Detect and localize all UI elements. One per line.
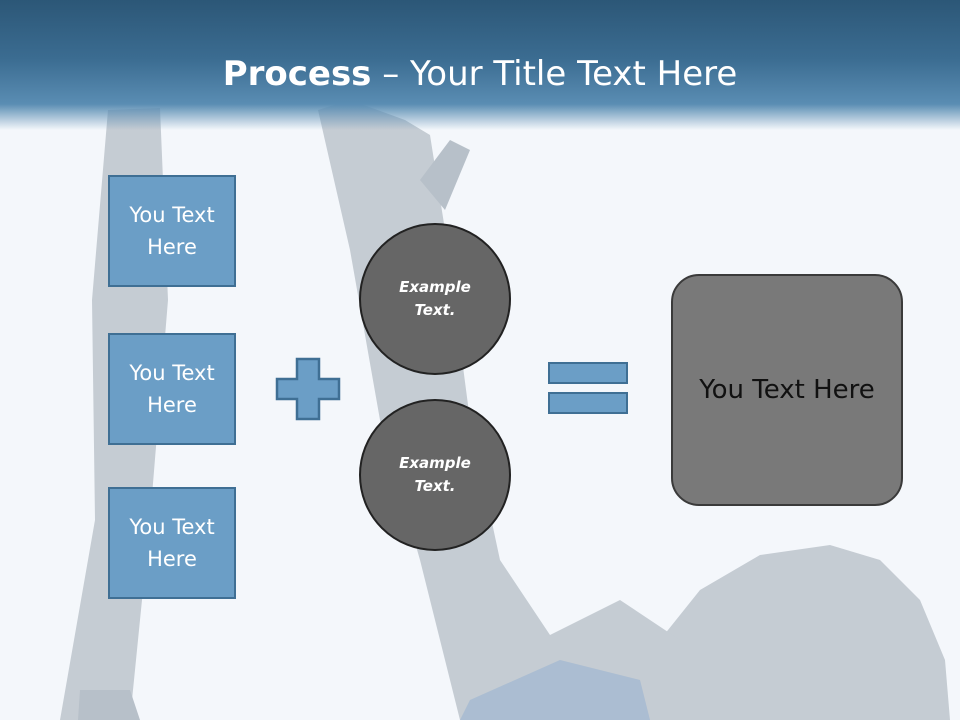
slide-title: Process – Your Title Text Here — [0, 50, 960, 98]
example-circle-1-label: Example Text. — [399, 278, 471, 319]
example-circle-2[interactable]: Example Text. — [359, 399, 511, 551]
left-text-box-1-label: You Text Here — [129, 203, 215, 259]
left-text-box-2-label: You Text Here — [129, 361, 215, 417]
title-bold: Process — [222, 54, 372, 94]
equals-bar-top — [548, 362, 628, 384]
equals-icon — [548, 362, 628, 414]
left-text-box-1[interactable]: You Text Here — [108, 175, 236, 287]
plus-icon — [275, 357, 341, 421]
left-text-box-3[interactable]: You Text Here — [108, 487, 236, 599]
title-rest: – Your Title Text Here — [371, 54, 738, 94]
equals-bar-bottom — [548, 392, 628, 414]
left-text-box-3-label: You Text Here — [129, 515, 215, 571]
left-text-box-2[interactable]: You Text Here — [108, 333, 236, 445]
result-box-label: You Text Here — [699, 375, 875, 405]
header-band — [0, 0, 960, 130]
result-box[interactable]: You Text Here — [671, 274, 903, 506]
example-circle-1[interactable]: Example Text. — [359, 223, 511, 375]
example-circle-2-label: Example Text. — [399, 454, 471, 495]
